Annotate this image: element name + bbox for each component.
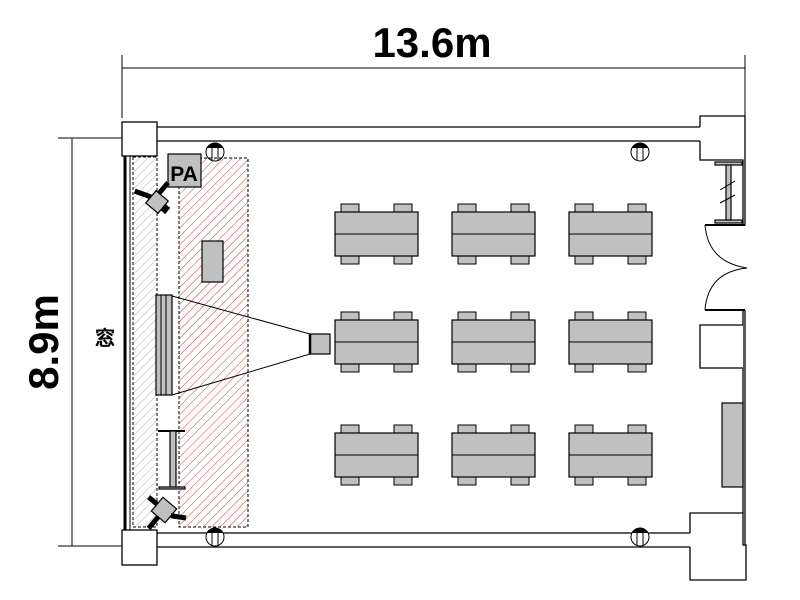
chair: [574, 476, 594, 486]
shelf: [714, 161, 743, 224]
pa-system: PA: [167, 153, 202, 188]
height-label: 8.9m: [20, 294, 67, 390]
table-group: [568, 203, 653, 265]
chair: [627, 424, 647, 434]
pa-label: PA: [170, 163, 198, 186]
chair: [340, 424, 360, 434]
chair: [457, 203, 477, 213]
chair: [627, 255, 647, 265]
table-group: [451, 203, 536, 265]
chair: [457, 255, 477, 265]
chair: [574, 424, 594, 434]
double-door[interactable]: [704, 224, 748, 311]
camera-bottom: [146, 495, 187, 530]
stage-area: [178, 157, 249, 528]
aisle-area: [132, 156, 158, 528]
chair: [340, 203, 360, 213]
chair: [510, 363, 530, 373]
chair: [574, 203, 594, 213]
chair: [340, 311, 360, 321]
pillar: [630, 527, 650, 547]
projector: [309, 333, 331, 355]
width-label: 13.6m: [372, 19, 491, 66]
chair: [574, 255, 594, 265]
chair: [510, 255, 530, 265]
projection-beam: [171, 353, 311, 396]
chair: [627, 476, 647, 486]
pillar: [205, 527, 225, 547]
table-group: [568, 311, 653, 373]
table-grid: [334, 203, 653, 486]
table-group: [451, 424, 536, 486]
chair: [457, 476, 477, 486]
walls: [121, 115, 747, 581]
table-group: [568, 424, 653, 486]
chair: [340, 476, 360, 486]
chair: [393, 203, 413, 213]
chair: [393, 424, 413, 434]
chair: [340, 363, 360, 373]
chair: [510, 203, 530, 213]
height-dimension: 8.9m: [20, 137, 122, 547]
table-group: [451, 311, 536, 373]
projection-beam: [171, 295, 311, 335]
lectern-stand: [158, 430, 186, 490]
pillars: [205, 142, 650, 547]
pillar: [630, 142, 650, 162]
width-dimension: 13.6m: [121, 19, 746, 118]
table-group: [334, 424, 419, 486]
pillar: [205, 142, 225, 162]
chair: [393, 476, 413, 486]
chair: [457, 424, 477, 434]
camera-top: [133, 180, 171, 215]
chair: [627, 363, 647, 373]
chair: [457, 363, 477, 373]
chair: [393, 311, 413, 321]
chair: [574, 363, 594, 373]
chair: [393, 363, 413, 373]
chair: [393, 255, 413, 265]
chair: [627, 203, 647, 213]
side-cabinet: [721, 402, 744, 488]
chair: [574, 311, 594, 321]
table-group: [334, 311, 419, 373]
chair: [457, 311, 477, 321]
table-group: [334, 203, 419, 265]
chair: [510, 424, 530, 434]
projection-screen: [155, 294, 173, 396]
chair: [340, 255, 360, 265]
chair: [627, 311, 647, 321]
podium: [201, 240, 224, 283]
window-label: 窓: [95, 326, 115, 350]
chair: [510, 476, 530, 486]
chair: [510, 311, 530, 321]
